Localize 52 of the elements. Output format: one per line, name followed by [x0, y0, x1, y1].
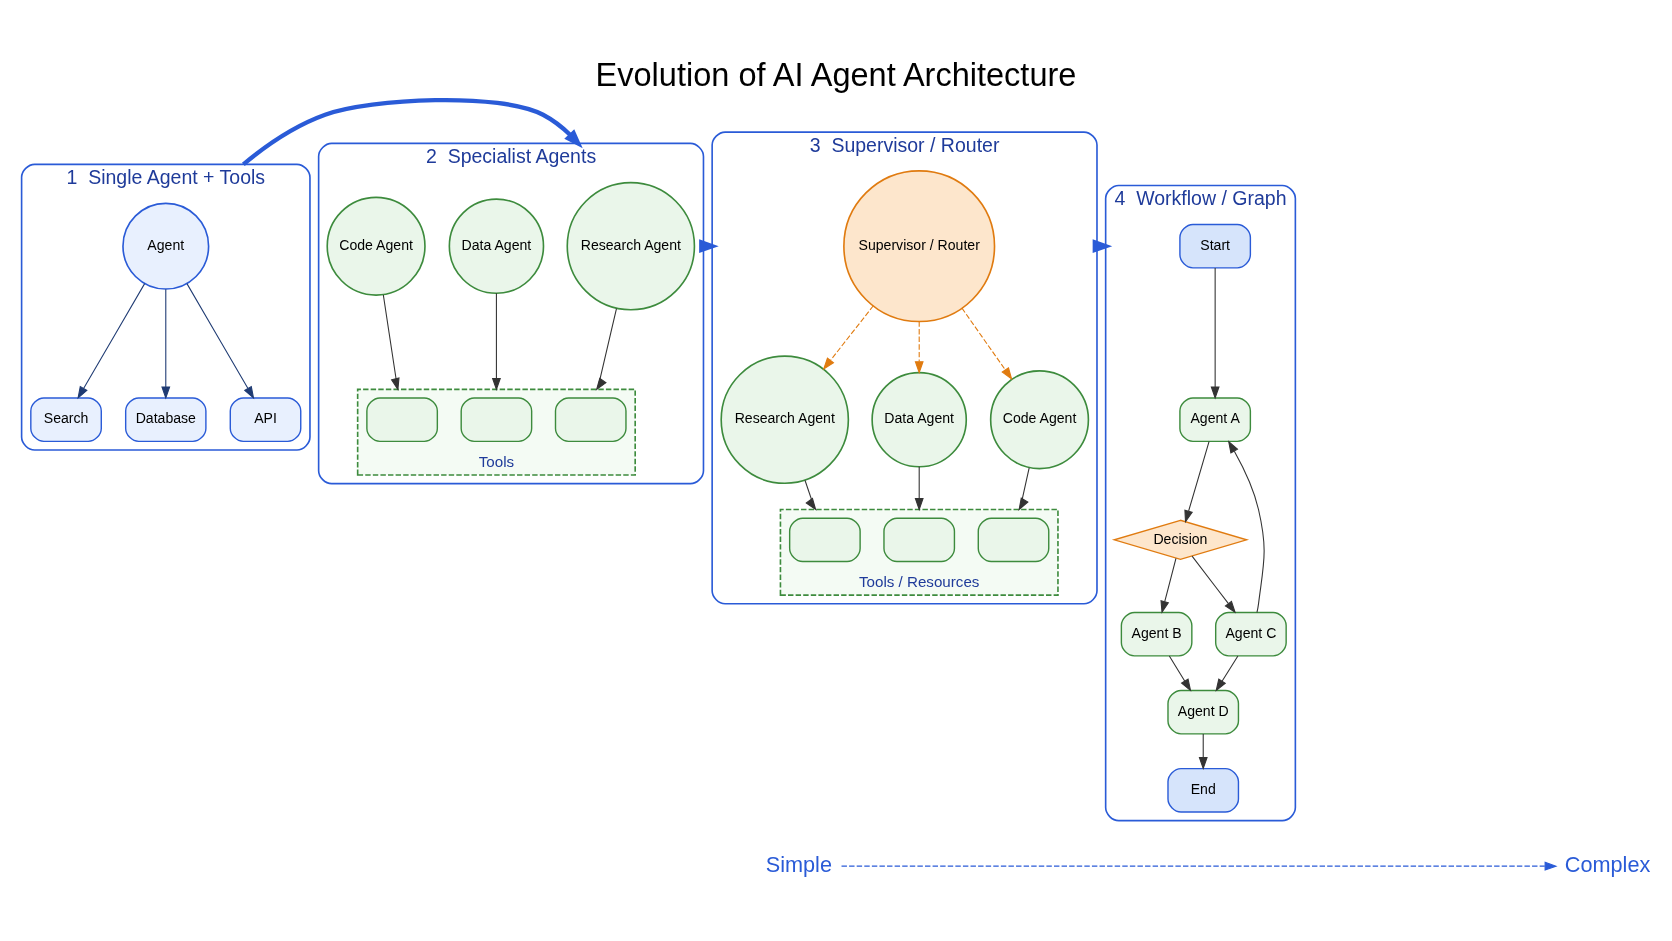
arrow	[382, 294, 400, 391]
cluster: Tools / Resources	[779, 508, 1059, 596]
node-box: Database	[124, 397, 207, 443]
node-circle: Agent	[122, 202, 210, 290]
arrow	[1160, 557, 1177, 614]
arrow	[1168, 655, 1192, 692]
node-box: Agent D	[1167, 689, 1240, 735]
arrow	[1191, 555, 1237, 614]
arrow	[1198, 733, 1208, 771]
node-box: Agent C	[1215, 611, 1287, 657]
node-box: Search	[30, 397, 102, 443]
arrow	[699, 239, 719, 254]
arrow	[1018, 467, 1030, 511]
node-circle: Code Agent	[326, 196, 426, 296]
node-box: Agent B	[1120, 611, 1193, 657]
arrow	[1210, 267, 1220, 400]
arrow	[1227, 440, 1265, 613]
node-box	[977, 517, 1050, 563]
node-box	[883, 517, 956, 563]
node-box: End	[1167, 767, 1240, 813]
arrow	[961, 307, 1013, 381]
diagram-title: Evolution of AI Agent Architecture	[595, 56, 1077, 93]
node-box	[554, 397, 627, 443]
arrow	[1184, 441, 1210, 524]
node-box	[460, 397, 533, 443]
arrow	[491, 292, 501, 391]
arrow	[914, 466, 924, 512]
arrow	[77, 283, 146, 400]
arrow	[804, 479, 817, 511]
arrow	[914, 320, 924, 375]
node-box	[366, 397, 439, 443]
node-circle: Supervisor / Router	[843, 170, 996, 323]
node-box: Agent A	[1179, 397, 1252, 443]
node-circle: Data Agent	[871, 371, 968, 468]
arrow	[161, 288, 171, 400]
node-box: API	[229, 397, 302, 443]
arrow	[241, 98, 583, 167]
node-text: Simple	[765, 851, 832, 877]
arrow	[1092, 239, 1113, 254]
arrow	[186, 283, 255, 400]
node-box: Start	[1179, 223, 1252, 269]
node-circle: Research Agent	[566, 181, 696, 311]
cluster: Tools	[356, 388, 636, 476]
arrow	[595, 308, 617, 391]
node-diamond: Decision	[1111, 519, 1250, 561]
node-box	[788, 517, 861, 563]
node-circle: Data Agent	[448, 198, 545, 295]
node-text: Complex	[1564, 851, 1651, 877]
node-circle: Code Agent	[989, 370, 1090, 470]
arrow	[822, 305, 874, 371]
arrow	[841, 861, 1558, 871]
arrow	[1215, 655, 1239, 692]
